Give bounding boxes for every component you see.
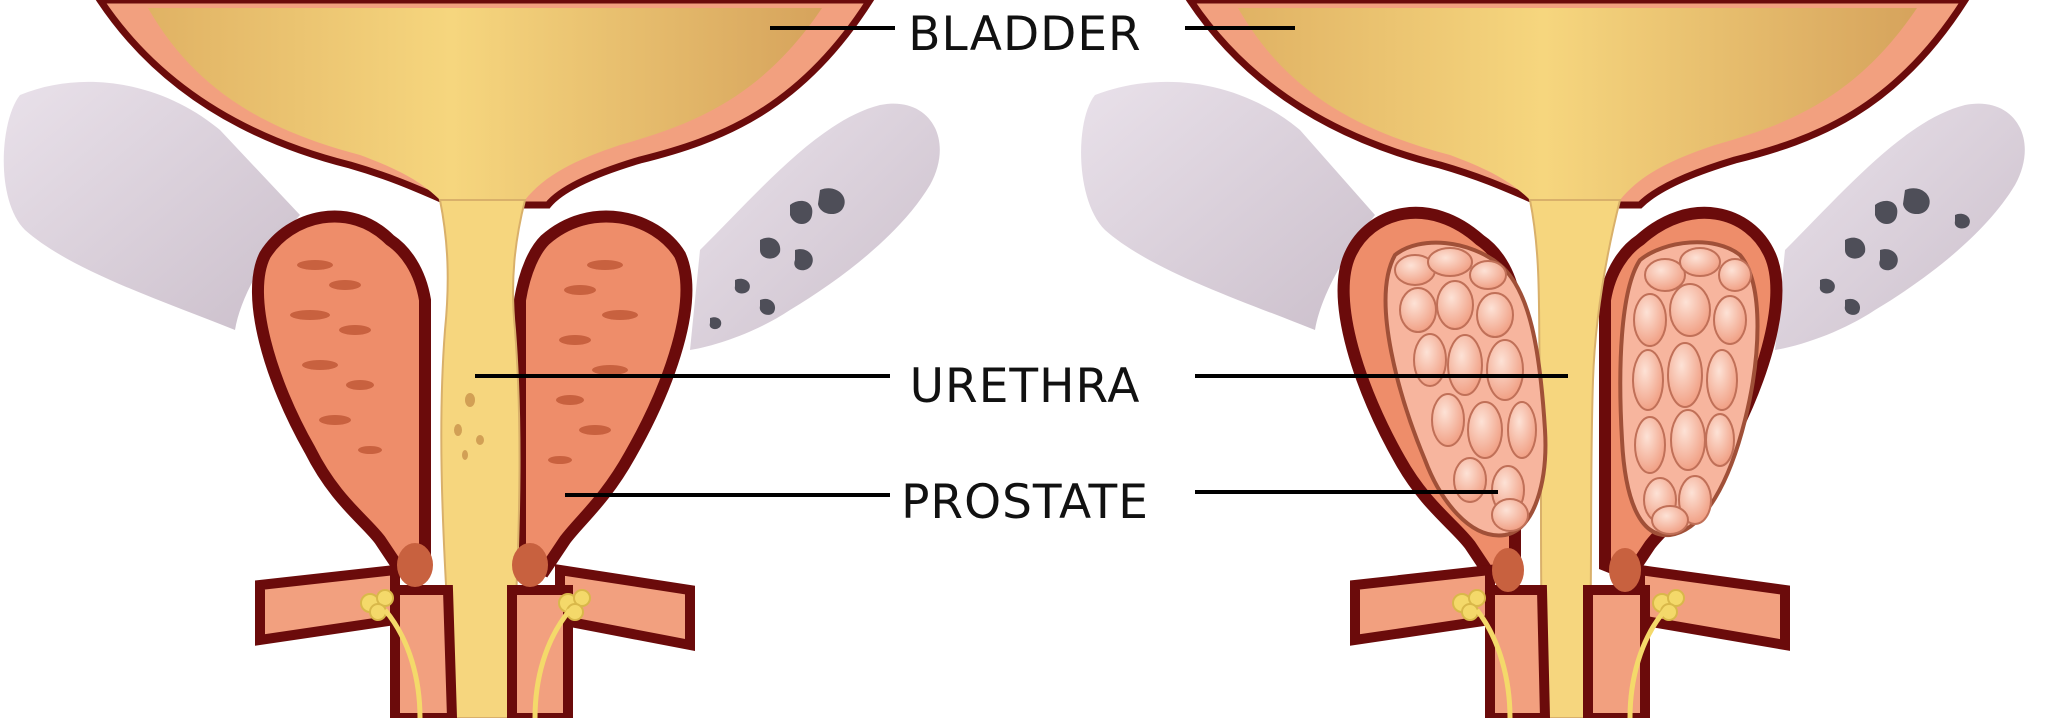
seminal-dot-left <box>1492 548 1524 592</box>
urethra-canal <box>1528 199 1622 718</box>
nerve-line-right <box>1627 608 1667 718</box>
bladder-label: BLADDER <box>908 7 1141 62</box>
enlarged-prostate-illustration <box>1081 0 2025 718</box>
urethra-dots <box>454 393 484 460</box>
seminal-dot-left <box>397 543 433 587</box>
prostate-lobe-right <box>514 210 693 578</box>
urethra-canal <box>438 199 527 718</box>
bladder-urine <box>148 8 822 200</box>
normal-prostate-illustration <box>3 0 940 718</box>
nerve-line-left <box>1475 608 1513 718</box>
nerve-bundles <box>360 589 591 621</box>
callout-prostate: PROSTATE <box>565 475 1498 530</box>
prostate-tissue-marks <box>290 260 638 464</box>
nerve-line-right <box>532 608 572 718</box>
pelvic-bone-left <box>1081 81 1375 330</box>
pelvic-bone-left <box>3 81 300 330</box>
nerve-bundles <box>1452 589 1685 621</box>
seminal-dot-right <box>1609 548 1641 592</box>
callout-bladder: BLADDER <box>770 7 1295 62</box>
seminal-dot-right <box>512 543 548 587</box>
hyperplasia-cluster-right <box>1618 240 1760 538</box>
bone-spots <box>1819 188 1970 315</box>
prostate-label: PROSTATE <box>901 475 1149 530</box>
lower-canal-wall <box>390 585 573 718</box>
callout-urethra: URETHRA <box>475 359 1568 414</box>
pelvic-bone-right <box>690 103 940 350</box>
hyperplasia-cluster-left <box>1383 240 1548 538</box>
prostate-lobe-left <box>252 210 431 578</box>
urethra-label: URETHRA <box>910 359 1141 414</box>
bone-spots <box>709 188 845 330</box>
nerve-line-left <box>383 608 423 718</box>
bladder-urine <box>1238 8 1917 200</box>
pelvic-bone-right <box>1775 103 2025 350</box>
